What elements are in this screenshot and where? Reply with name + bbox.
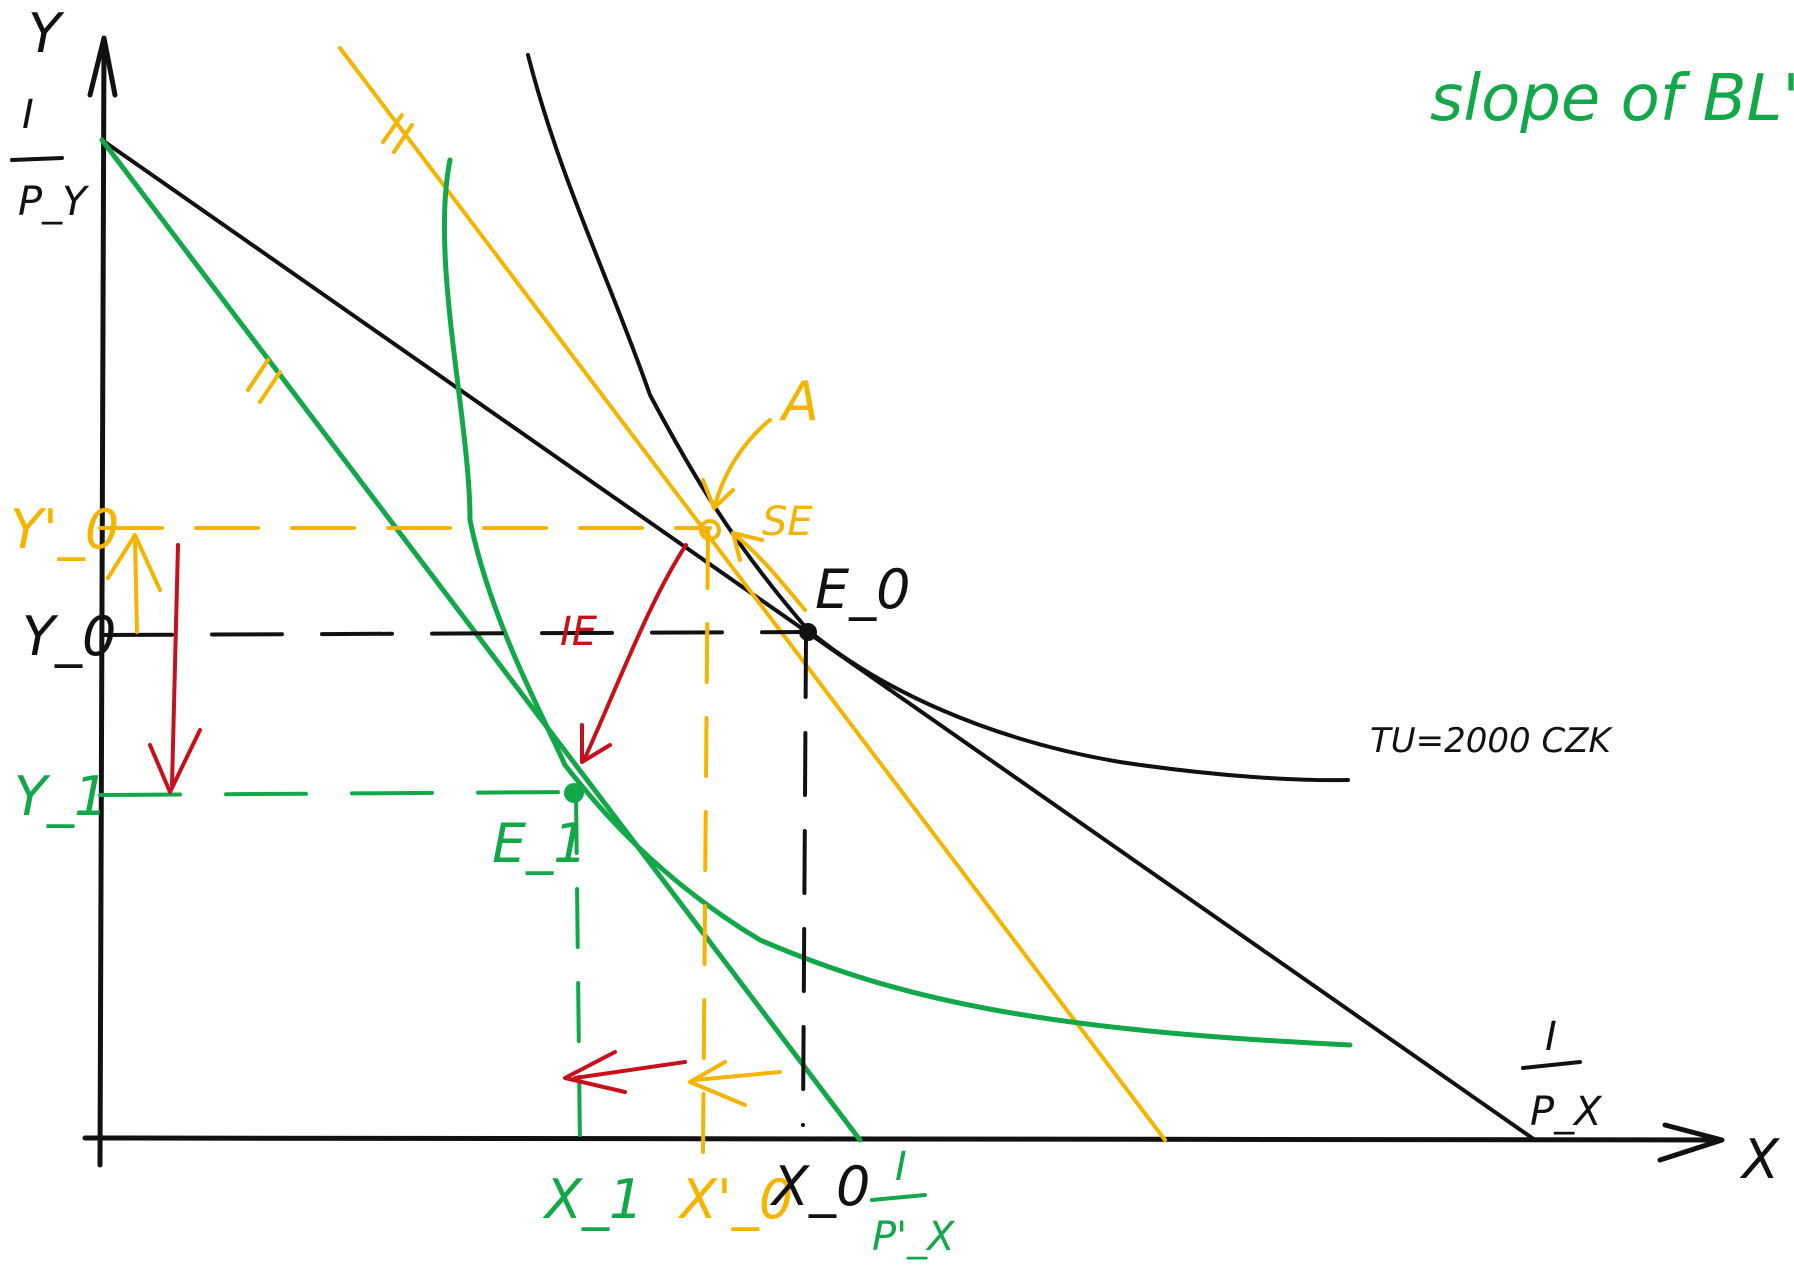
label-x0-prime: X'_0 <box>677 1168 793 1231</box>
y-axis <box>97 37 107 1168</box>
guide-y1 <box>98 790 574 797</box>
svg-text:P_Y: P_Y <box>18 179 90 225</box>
se-arrow-x-left <box>693 1070 782 1082</box>
label-y0-prime: Y'_0 <box>10 498 119 561</box>
guide-y0 <box>100 630 810 637</box>
point-e1 <box>564 783 584 803</box>
axes <box>82 35 1725 1168</box>
a-pointer-arrow-head <box>701 478 735 510</box>
se-arrow-x-left-head <box>688 1060 747 1107</box>
ie-arrow-e1 <box>583 543 688 760</box>
x-axis-arrowhead <box>1657 1122 1725 1163</box>
point-a <box>699 519 721 541</box>
note-slope: slope of BL' = M <box>1430 62 1794 136</box>
svg-text:I: I <box>22 92 34 138</box>
budget-line-compensated <box>338 46 1167 1142</box>
ie-arrow-x-left-head <box>563 1050 627 1094</box>
label-y1: Y_1 <box>14 765 108 828</box>
x-axis-label: X <box>1739 1128 1780 1191</box>
svg-text:I: I <box>1545 1014 1557 1060</box>
x-intercept-new-label: I P'_X <box>870 1144 956 1260</box>
indifference-curve-original <box>526 53 1350 783</box>
a-pointer-arrow <box>713 418 772 507</box>
tick-mark-orange-line <box>381 113 414 154</box>
label-point-a: A <box>779 370 819 433</box>
label-point-e1: E_1 <box>492 812 587 875</box>
ie-arrow-y-down-head <box>148 728 202 794</box>
label-total-utility: TU=2000 CZK <box>1370 721 1614 761</box>
x-intercept-original-label: I P_X <box>1521 1014 1603 1135</box>
y-axis-arrowhead <box>87 35 118 98</box>
indifference-curve-new <box>441 157 1353 1048</box>
svg-text:I: I <box>895 1144 907 1190</box>
guide-x0 <box>801 633 808 1127</box>
y-axis-label: Y <box>28 2 65 65</box>
label-y0: Y_0 <box>22 605 116 668</box>
ie-arrow-y-down <box>170 543 180 787</box>
se-arrow-to-a-head <box>731 531 764 562</box>
svg-text:P_X: P_X <box>1530 1089 1603 1135</box>
label-substitution-effect: SE <box>762 499 813 545</box>
x-axis <box>82 1135 1723 1143</box>
tick-mark-green-line <box>246 358 282 404</box>
label-point-e0: E_0 <box>815 558 910 621</box>
guide-x0-prime <box>701 528 710 1157</box>
label-income-effect: IE <box>560 609 598 655</box>
se-arrow-to-a <box>733 533 807 612</box>
label-x0: X_0 <box>769 1155 870 1218</box>
svg-text:P'_X: P'_X <box>872 1214 956 1260</box>
budget-line-new <box>99 137 863 1143</box>
ie-arrow-e1-head <box>580 723 612 764</box>
guide-x1 <box>574 793 582 1150</box>
se-arrow-y-up <box>133 538 139 634</box>
ie-arrow-x-left <box>573 1060 687 1080</box>
label-x1: X_1 <box>542 1168 643 1231</box>
y-intercept-label: I P_Y <box>10 92 90 225</box>
point-e0 <box>799 623 817 641</box>
se-arrow-y-up-head <box>106 533 162 592</box>
